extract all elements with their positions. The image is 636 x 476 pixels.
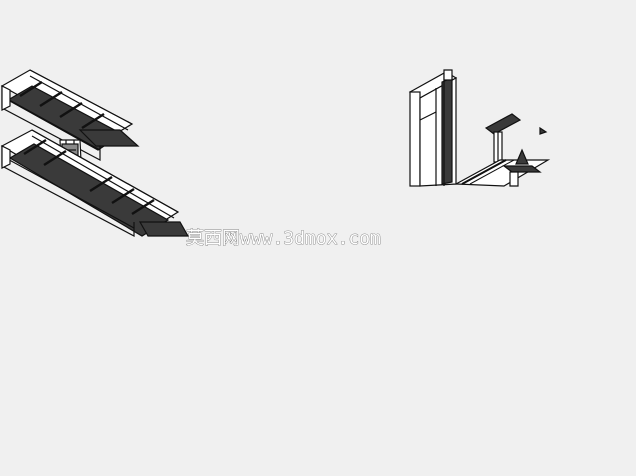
vertical-cabinet — [408, 69, 458, 187]
right-riser-assembly — [408, 69, 551, 187]
lower-cable-tray — [0, 129, 190, 237]
upper-cable-tray — [0, 69, 140, 161]
tee-fitting — [453, 113, 551, 187]
left-cable-tray-assembly — [0, 69, 190, 237]
watermark-text: 莫西网www.3dmox.com — [186, 228, 381, 249]
